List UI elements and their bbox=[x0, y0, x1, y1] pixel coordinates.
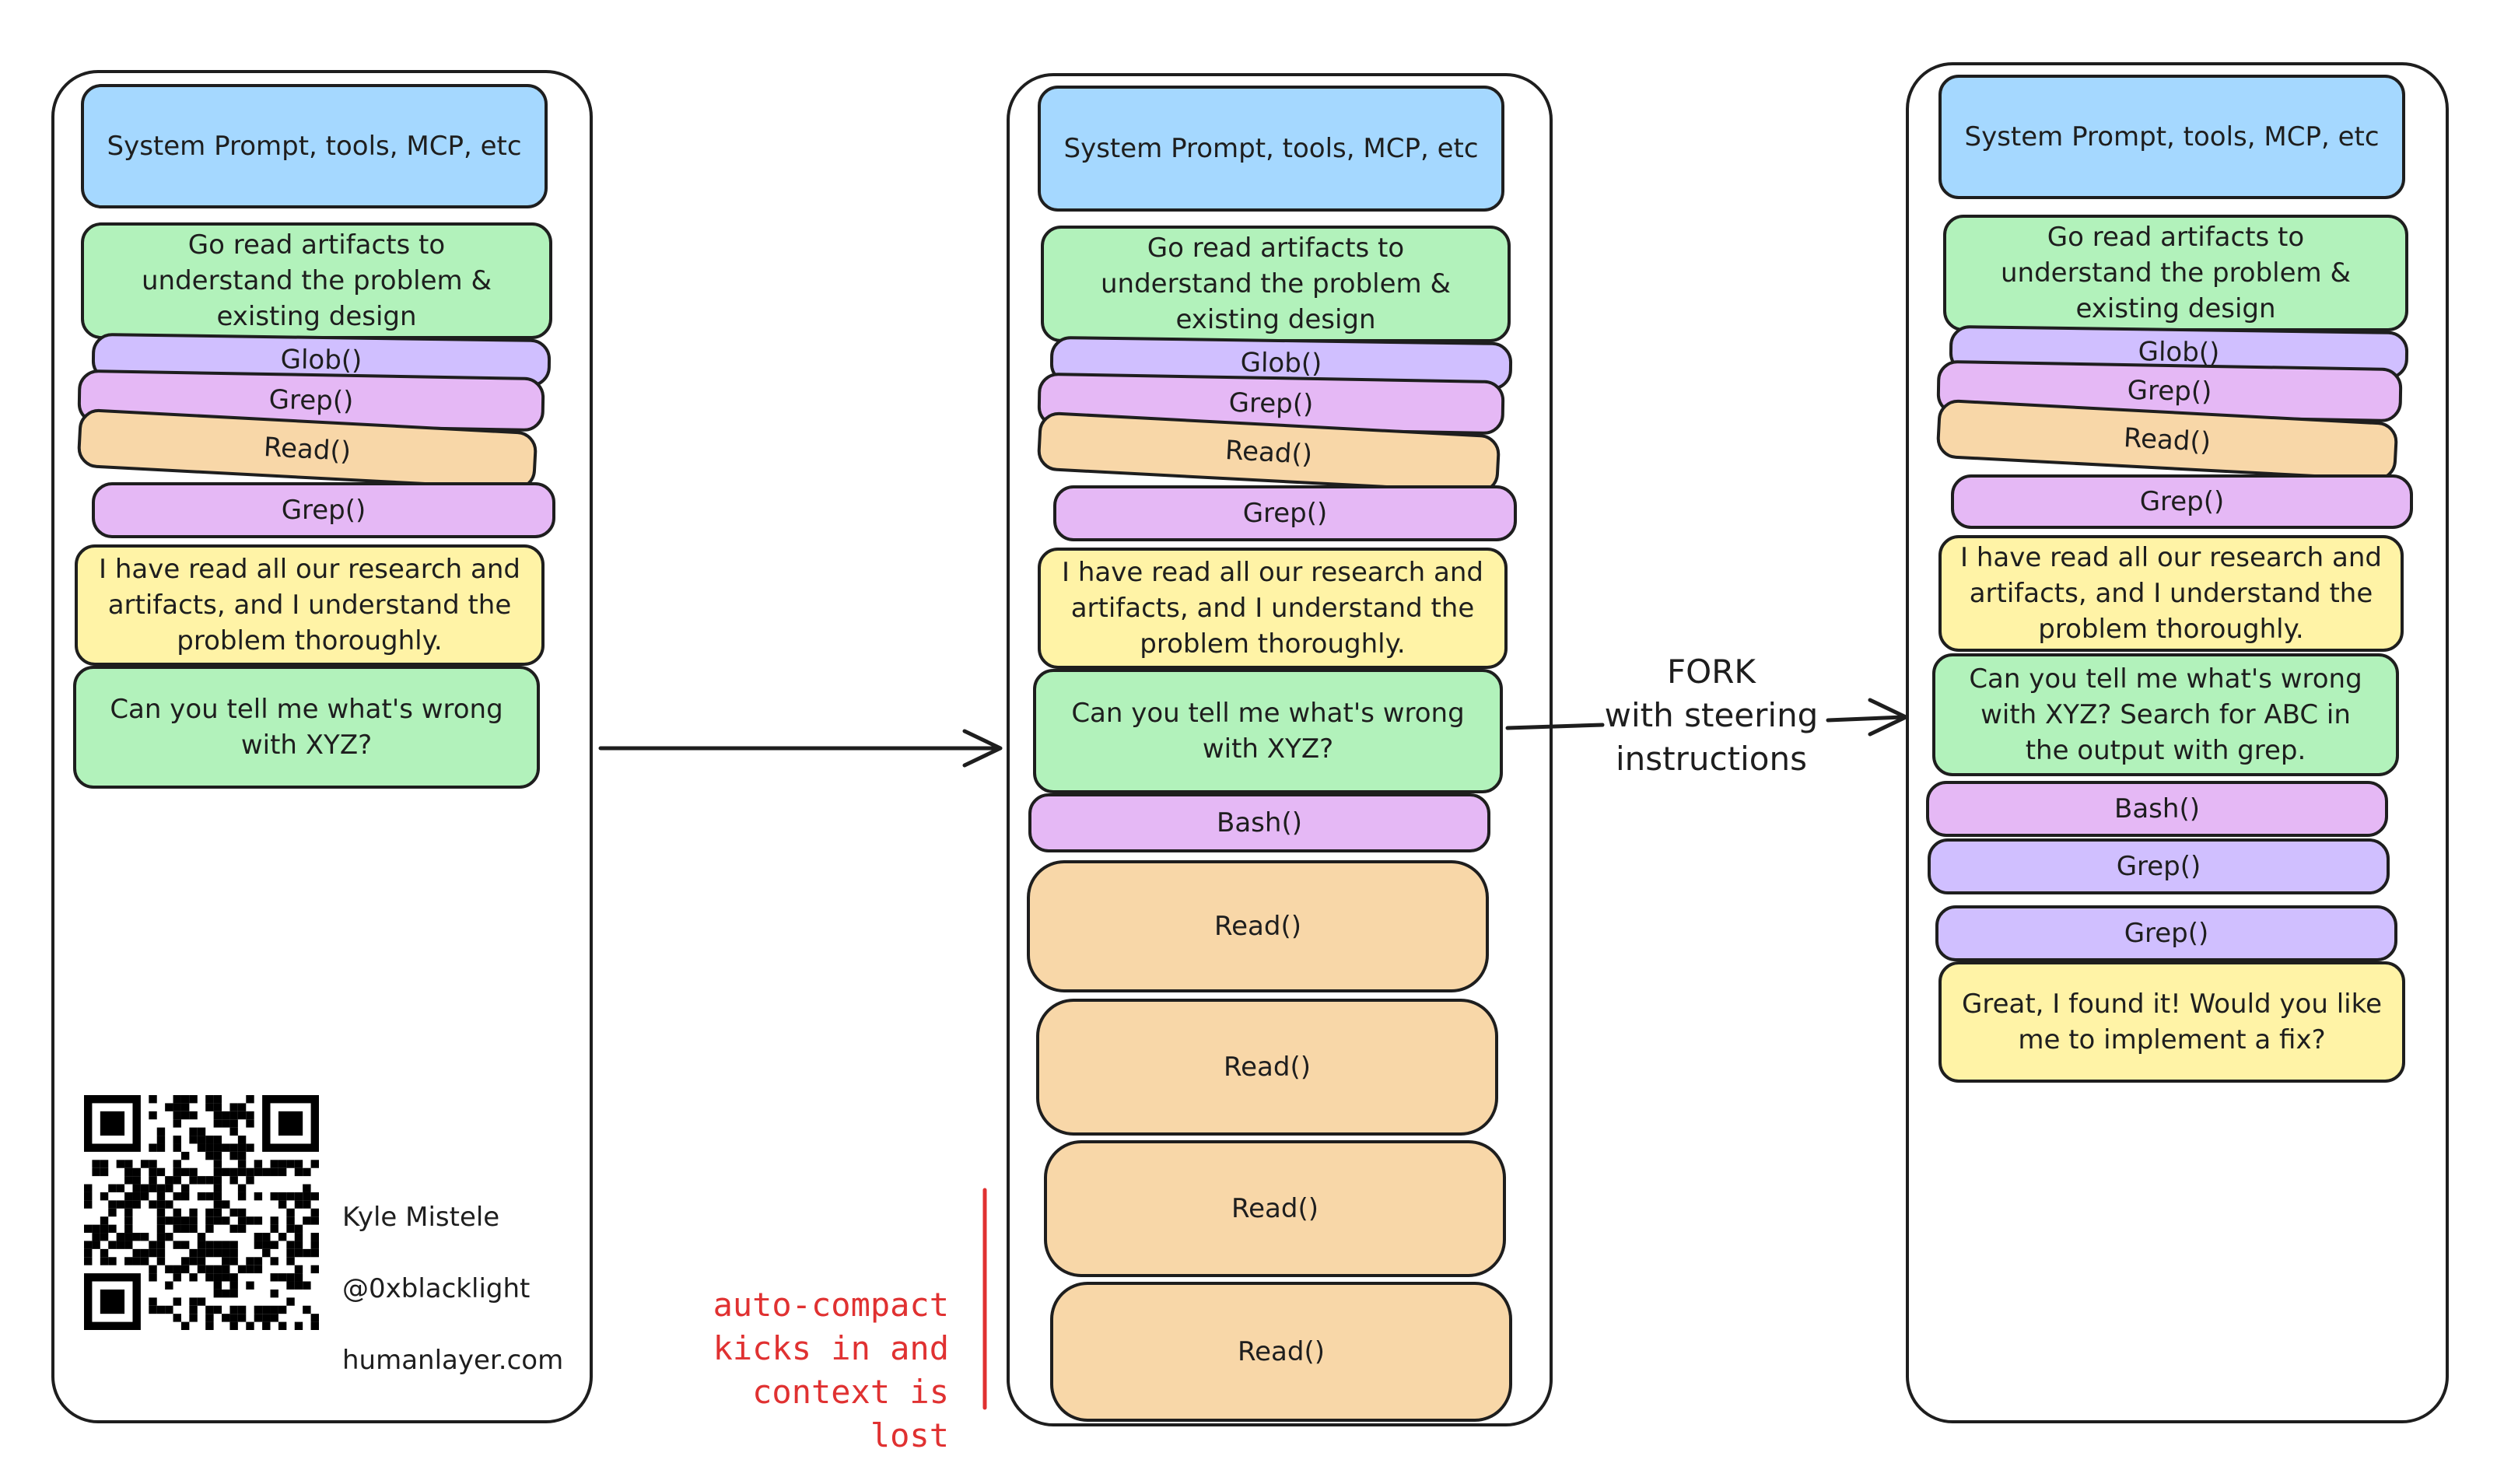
grep-call-block: Grep() bbox=[1935, 905, 2397, 961]
user-question-block: Can you tell me what's wrong with XYZ? bbox=[1033, 669, 1503, 793]
read-call-block: Read() bbox=[1044, 1140, 1506, 1277]
go-read-artifacts-block: Go read artifacts to understand the prob… bbox=[1943, 215, 2408, 331]
author-handle: @0xblacklight bbox=[342, 1273, 531, 1304]
user-question-block: Can you tell me what's wrong with XYZ? bbox=[73, 666, 540, 789]
go-read-artifacts-block: Go read artifacts to understand the prob… bbox=[81, 222, 552, 339]
bash-call-block: Bash() bbox=[1028, 793, 1490, 852]
system-prompt-block: System Prompt, tools, MCP, etc bbox=[81, 84, 548, 208]
continue-arrowhead bbox=[962, 729, 1003, 768]
understood-message-block: I have read all our research and artifac… bbox=[1938, 535, 2404, 652]
auto-compact-label: auto-compact kicks in and context is los… bbox=[713, 1286, 949, 1454]
understood-message-block: I have read all our research and artifac… bbox=[1038, 548, 1508, 669]
fork-label: FORK with steering instructions bbox=[1604, 653, 1819, 778]
read-call-block: Read() bbox=[1027, 860, 1489, 992]
read-call-block: Read() bbox=[1036, 999, 1498, 1136]
system-prompt-block: System Prompt, tools, MCP, etc bbox=[1938, 75, 2405, 199]
assistant-answer-block: Great, I found it! Would you like me to … bbox=[1938, 961, 2405, 1083]
fork-arrow-right bbox=[1826, 715, 1905, 723]
system-prompt-block: System Prompt, tools, MCP, etc bbox=[1038, 86, 1504, 212]
grep-call-block: Grep() bbox=[1928, 838, 2390, 894]
read-call-block: Read() bbox=[1050, 1282, 1512, 1422]
qr-code-icon bbox=[84, 1095, 319, 1330]
author-credit: Kyle Mistele @0xblacklight humanlayer.co… bbox=[342, 1164, 563, 1414]
bash-call-block: Bash() bbox=[1926, 781, 2388, 837]
go-read-artifacts-block: Go read artifacts to understand the prob… bbox=[1041, 226, 1511, 342]
author-name: Kyle Mistele bbox=[342, 1202, 500, 1233]
user-question-block: Can you tell me what's wrong with XYZ? S… bbox=[1932, 653, 2399, 776]
grep-call-block: Grep() bbox=[92, 482, 555, 538]
grep-call-block: Grep() bbox=[1951, 474, 2413, 529]
author-site: humanlayer.com bbox=[342, 1345, 564, 1376]
fork-arrowhead bbox=[1868, 698, 1908, 737]
understood-message-block: I have read all our research and artifac… bbox=[75, 544, 545, 666]
grep-call-block: Grep() bbox=[1053, 485, 1517, 541]
